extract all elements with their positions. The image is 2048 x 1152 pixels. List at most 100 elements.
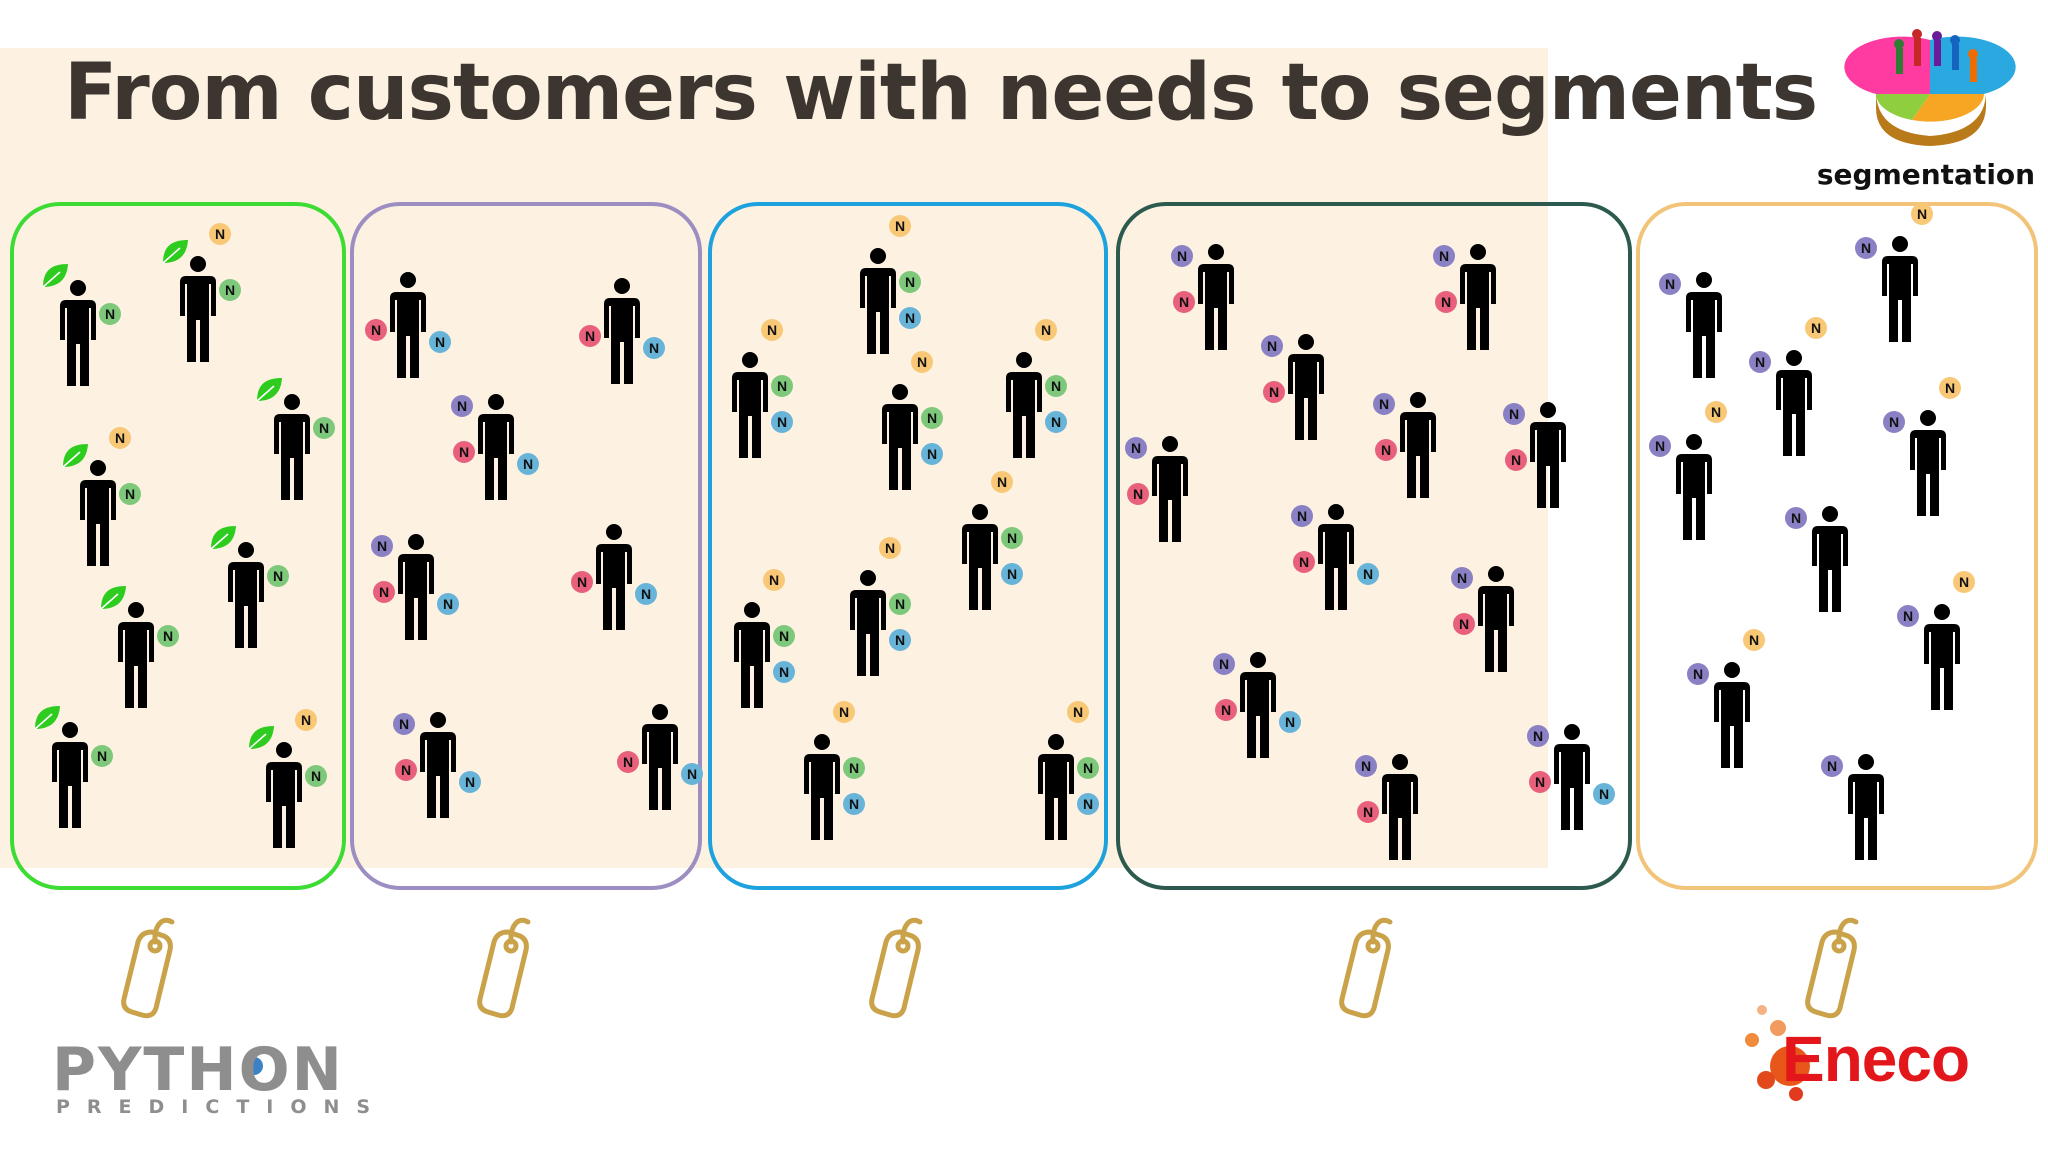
customer: NNN bbox=[1006, 319, 1067, 458]
need-badge: N bbox=[1173, 291, 1195, 313]
need-badge: N bbox=[899, 271, 921, 293]
need-badge: N bbox=[209, 223, 231, 245]
need-badge: N bbox=[1001, 563, 1023, 585]
need-badge-circle bbox=[921, 443, 943, 465]
need-badge: N bbox=[579, 325, 601, 347]
need-badge: N bbox=[771, 411, 793, 433]
need-badge-label: N bbox=[1381, 442, 1391, 458]
need-badge-label: N bbox=[777, 414, 787, 430]
need-badge-label: N bbox=[1285, 714, 1295, 730]
need-badge: N bbox=[1291, 505, 1313, 527]
need-badge-label: N bbox=[1051, 414, 1061, 430]
customer: NNN bbox=[371, 534, 459, 640]
need-badge-circle bbox=[459, 771, 481, 793]
need-badge-label: N bbox=[225, 282, 235, 298]
customer: NNN bbox=[1527, 724, 1615, 830]
need-badge-label: N bbox=[1177, 248, 1187, 264]
need-badge: N bbox=[1435, 291, 1457, 313]
need-badge-circle bbox=[911, 351, 933, 373]
customer: N bbox=[1659, 272, 1722, 378]
need-badge: N bbox=[459, 771, 481, 793]
customer: N bbox=[1821, 754, 1884, 860]
customer: NN bbox=[1883, 377, 1961, 516]
need-badge: N bbox=[1749, 351, 1771, 373]
need-badge: N bbox=[109, 427, 131, 449]
python-predictions-logo: PYTHON bbox=[52, 1035, 344, 1105]
need-badge-label: N bbox=[585, 328, 595, 344]
need-badge-circle bbox=[1649, 435, 1671, 457]
need-badge: N bbox=[99, 303, 121, 325]
need-badge: N bbox=[119, 483, 141, 505]
person-icon bbox=[1686, 272, 1722, 378]
need-badge-circle bbox=[879, 537, 901, 559]
need-badge-label: N bbox=[1459, 616, 1469, 632]
need-badge-circle bbox=[1171, 245, 1193, 267]
need-badge-label: N bbox=[1083, 796, 1093, 812]
need-badge-circle bbox=[1433, 245, 1455, 267]
need-badge-label: N bbox=[1791, 510, 1801, 526]
customer: NNN bbox=[451, 394, 539, 500]
need-badge-circle bbox=[1291, 505, 1313, 527]
customer: NN bbox=[1687, 629, 1765, 768]
need-badge-label: N bbox=[1665, 276, 1675, 292]
need-badge-label: N bbox=[1363, 804, 1373, 820]
need-badge: N bbox=[1355, 755, 1377, 777]
need-badge-label: N bbox=[1903, 608, 1913, 624]
need-badge-circle bbox=[1687, 663, 1709, 685]
need-badge-circle bbox=[763, 569, 785, 591]
need-badge-label: N bbox=[115, 430, 125, 446]
need-badge-circle bbox=[843, 757, 865, 779]
need-badge: N bbox=[1001, 527, 1023, 549]
need-badge-circle bbox=[921, 407, 943, 429]
need-badge-circle bbox=[579, 325, 601, 347]
need-badge: N bbox=[1805, 317, 1827, 339]
need-badge-circle bbox=[99, 303, 121, 325]
need-badge: N bbox=[1045, 375, 1067, 397]
need-badge-circle bbox=[899, 271, 921, 293]
need-badge-circle bbox=[1357, 801, 1379, 823]
need-badge-circle bbox=[1911, 203, 1933, 225]
customer: NN bbox=[1433, 244, 1496, 350]
price-tag-icon bbox=[872, 920, 920, 1015]
need-badge-label: N bbox=[1441, 294, 1451, 310]
need-badge-label: N bbox=[849, 760, 859, 776]
need-badge-label: N bbox=[1861, 240, 1871, 256]
need-badge-label: N bbox=[1917, 206, 1927, 222]
need-badge: N bbox=[295, 709, 317, 731]
segment-frame-4 bbox=[1116, 202, 1632, 890]
need-badge-circle bbox=[1215, 699, 1237, 721]
need-badge: N bbox=[889, 593, 911, 615]
need-badge: N bbox=[773, 625, 795, 647]
need-badge-label: N bbox=[905, 310, 915, 326]
eneco-logo-icon bbox=[1745, 1005, 1810, 1101]
need-badge: N bbox=[1659, 273, 1681, 295]
need-badge-label: N bbox=[927, 446, 937, 462]
need-badge-circle bbox=[1067, 701, 1089, 723]
need-badge-label: N bbox=[1073, 704, 1083, 720]
need-badge-label: N bbox=[399, 716, 409, 732]
need-badge-circle bbox=[91, 745, 113, 767]
need-badge-circle bbox=[453, 441, 475, 463]
need-badge: N bbox=[773, 661, 795, 683]
eneco-logo: Eneco bbox=[1782, 1023, 1970, 1095]
need-badge: N bbox=[1261, 335, 1283, 357]
need-badge-circle bbox=[1705, 401, 1727, 423]
person-icon bbox=[1882, 236, 1918, 342]
need-badge-label: N bbox=[1269, 384, 1279, 400]
need-badge-circle bbox=[1263, 381, 1285, 403]
need-badge-label: N bbox=[1599, 786, 1609, 802]
need-badge: N bbox=[393, 713, 415, 735]
need-badge-circle bbox=[517, 453, 539, 475]
need-badge-circle bbox=[889, 215, 911, 237]
need-badge-circle bbox=[773, 661, 795, 683]
person-icon bbox=[1848, 754, 1884, 860]
need-badge-circle bbox=[1045, 375, 1067, 397]
need-badge-circle bbox=[1293, 551, 1315, 573]
need-badge: N bbox=[1743, 629, 1765, 651]
need-badge: N bbox=[843, 757, 865, 779]
need-badge-circle bbox=[773, 625, 795, 647]
need-badge-label: N bbox=[105, 306, 115, 322]
need-badge: N bbox=[1067, 701, 1089, 723]
need-badge: N bbox=[1593, 783, 1615, 805]
